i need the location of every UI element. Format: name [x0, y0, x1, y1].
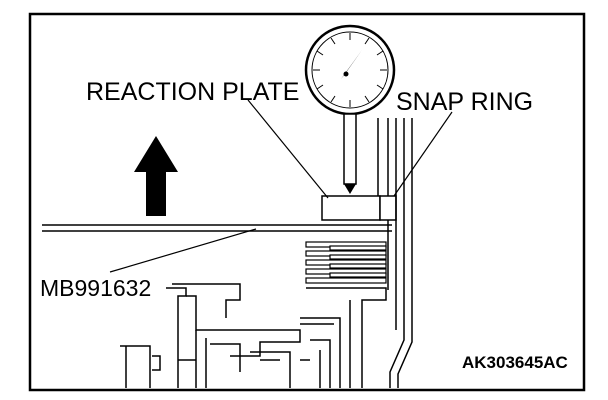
figure-code-label: AK303645AC — [462, 353, 568, 372]
reaction-plate — [321, 195, 381, 221]
clutch-plates — [305, 241, 387, 284]
tool-number-label: MB991632 — [40, 275, 152, 301]
diagram-frame — [28, 12, 586, 392]
reaction-plate-label: REACTION PLATE — [86, 78, 300, 106]
hub-assembly — [120, 283, 387, 388]
tool-bar — [42, 224, 392, 232]
arrow-up-icon — [134, 136, 178, 216]
dial-gauge-icon — [304, 24, 396, 194]
snap-ring-label: SNAP RING — [396, 88, 534, 116]
housing — [377, 118, 413, 388]
leader-lines — [109, 99, 453, 273]
